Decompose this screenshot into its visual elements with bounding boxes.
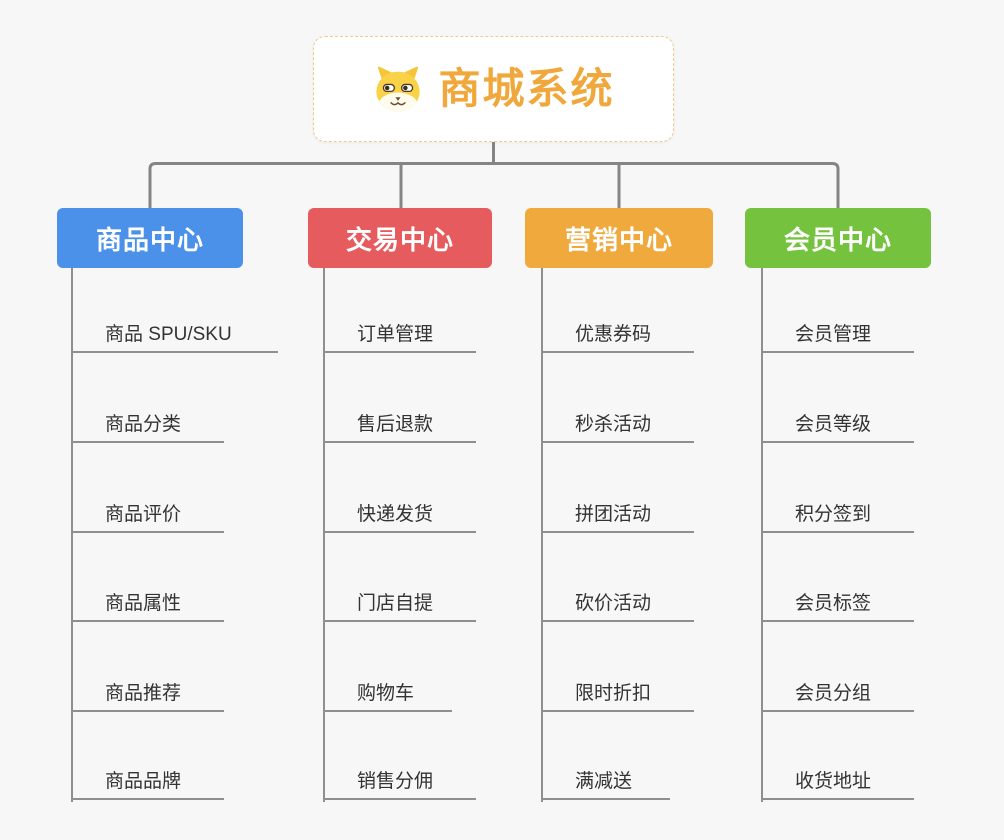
leaf-node[interactable]: 优惠券码 (541, 309, 694, 353)
root-node[interactable]: 商城系统 (313, 36, 674, 142)
branch-node-marketing-center[interactable]: 营销中心 (525, 208, 713, 268)
leaf-node[interactable]: 快递发货 (323, 489, 476, 533)
leaf-node[interactable]: 商品评价 (71, 489, 224, 533)
leaf-node[interactable]: 会员管理 (761, 309, 914, 353)
branch-trunk-line (323, 268, 325, 802)
dog-face-icon (376, 66, 421, 112)
leaf-node[interactable]: 商品 SPU/SKU (71, 309, 278, 353)
leaf-node[interactable]: 销售分佣 (323, 756, 476, 800)
branch-node-member-center[interactable]: 会员中心 (745, 208, 931, 268)
leaf-node[interactable]: 商品分类 (71, 399, 224, 443)
leaf-node[interactable]: 门店自提 (323, 578, 476, 622)
leaf-node[interactable]: 会员分组 (761, 668, 914, 712)
leaf-node[interactable]: 会员标签 (761, 578, 914, 622)
leaf-node[interactable]: 购物车 (323, 668, 452, 712)
branch-node-trade-center[interactable]: 交易中心 (308, 208, 492, 268)
leaf-node[interactable]: 收货地址 (761, 756, 914, 800)
branch-trunk-line (71, 268, 73, 802)
root-node-title: 商城系统 (438, 65, 615, 112)
leaf-node[interactable]: 订单管理 (323, 309, 476, 353)
leaf-node[interactable]: 限时折扣 (541, 668, 694, 712)
leaf-node[interactable]: 商品推荐 (71, 668, 224, 712)
branch-trunk-line (761, 268, 763, 802)
leaf-node[interactable]: 满减送 (541, 756, 670, 800)
branch-trunk-line (541, 268, 543, 802)
leaf-node[interactable]: 会员等级 (761, 399, 914, 443)
leaf-node[interactable]: 商品属性 (71, 578, 224, 622)
leaf-node[interactable]: 秒杀活动 (541, 399, 694, 443)
leaf-node[interactable]: 砍价活动 (541, 578, 694, 622)
leaf-node[interactable]: 积分签到 (761, 489, 914, 533)
leaf-node[interactable]: 商品品牌 (71, 756, 224, 800)
leaf-node[interactable]: 售后退款 (323, 399, 476, 443)
leaf-node[interactable]: 拼团活动 (541, 489, 694, 533)
branch-node-product-center[interactable]: 商品中心 (57, 208, 243, 268)
